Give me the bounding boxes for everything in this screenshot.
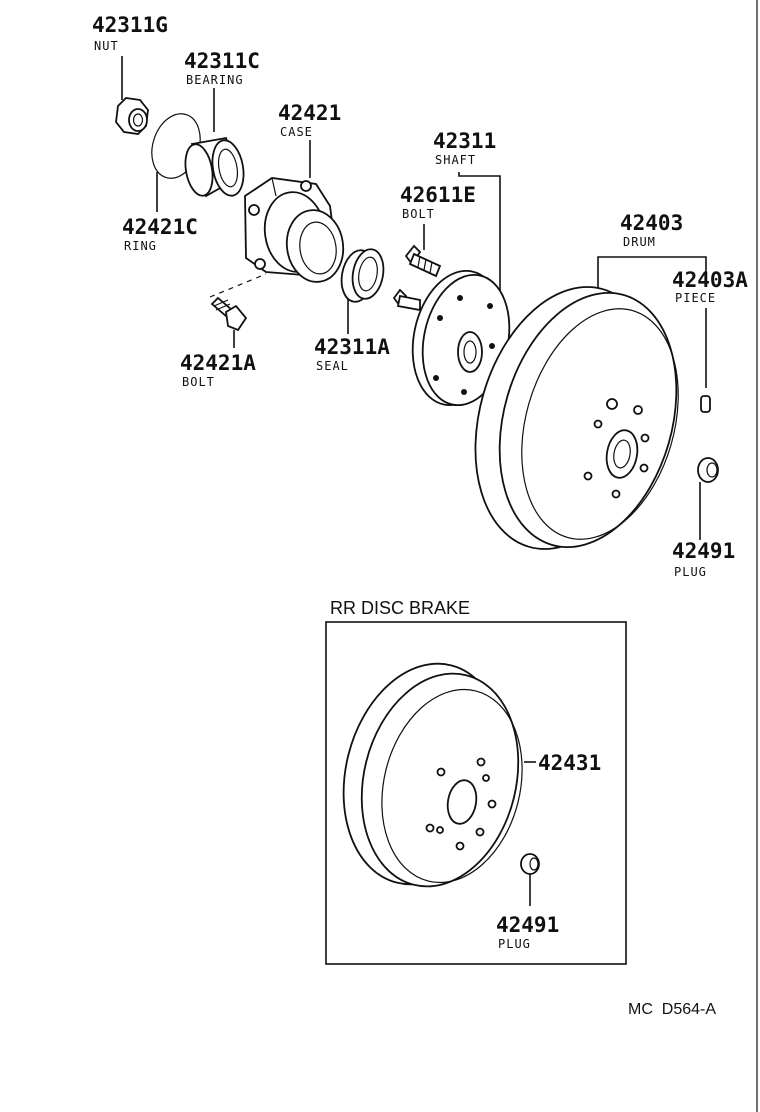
ring-part-name: RING	[124, 239, 157, 253]
seal-42311a	[340, 248, 385, 303]
seal-part-number: 42311A	[314, 335, 390, 359]
piece-part-number: 42403A	[672, 268, 748, 292]
case-bolt-42421a	[210, 296, 248, 332]
bearing-42311c	[184, 136, 245, 198]
diagram-code: MC D564-A	[628, 1001, 716, 1018]
disc-brake-box: RR DISC BRAKE 42431 42491 PLUG	[325, 598, 627, 965]
shaft-42311	[411, 269, 511, 407]
hub-bolt-42611e	[404, 244, 442, 278]
disc-brake-box-title: RR DISC BRAKE	[330, 598, 470, 618]
nut-part-number: 42311G	[92, 13, 168, 37]
disc-42431	[342, 662, 523, 888]
case-part-number: 42421	[278, 101, 341, 125]
shaft-part-name: SHAFT	[435, 153, 476, 167]
seal-part-name: SEAL	[316, 359, 349, 373]
disc-plug-42491	[520, 853, 540, 875]
case-bolt-part-number: 42421A	[180, 351, 256, 375]
disc-part-number: 42431	[538, 751, 601, 775]
nut-42311g	[115, 97, 149, 135]
shaft-part-number: 42311	[433, 129, 496, 153]
hub-bolt-part-name: BOLT	[402, 207, 435, 221]
disc-plug-part-name: PLUG	[498, 937, 531, 951]
bearing-part-name: BEARING	[186, 73, 244, 87]
hub-bolt-lower	[392, 288, 421, 312]
disc-plug-part-number: 42491	[496, 913, 559, 937]
case-bolt-part-name: BOLT	[182, 375, 215, 389]
bearing-part-number: 42311C	[184, 49, 260, 73]
piece-part-name: PIECE	[675, 291, 716, 305]
drum-plug-42491	[697, 457, 719, 483]
piece-42403a	[700, 395, 711, 413]
nut-part-name: NUT	[94, 39, 119, 53]
case-42421	[209, 177, 345, 298]
leader-lines	[121, 56, 707, 906]
drum-plug-part-number: 42491	[672, 539, 735, 563]
drum-42403	[474, 286, 679, 550]
ring-part-number: 42421C	[122, 215, 198, 239]
drum-plug-part-name: PLUG	[674, 565, 707, 579]
case-part-name: CASE	[280, 125, 313, 139]
hub-bolt-part-number: 42611E	[400, 183, 476, 207]
drum-part-name: DRUM	[623, 235, 656, 249]
drum-part-number: 42403	[620, 211, 683, 235]
